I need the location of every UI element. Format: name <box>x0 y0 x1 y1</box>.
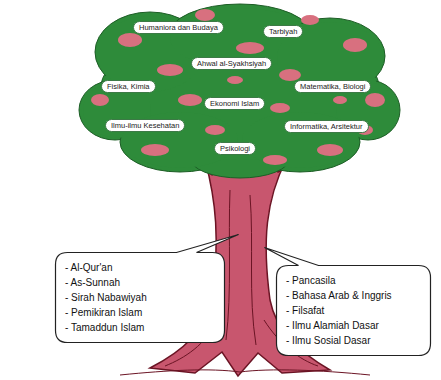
list-item: - Sirah Nabawiyah <box>65 290 215 305</box>
bubble-shape <box>56 235 239 343</box>
branch-label: Ahwal al-Syakhsiyah <box>191 57 272 70</box>
list-item: - Ilmu Alamiah Dasar <box>286 318 421 333</box>
label-text: Ahwal al-Syakhsiyah <box>197 59 266 68</box>
speech-bubble: - Pancasila- Bahasa Arab & Inggris- Fils… <box>276 265 431 356</box>
list-item: - Tamaddun Islam <box>65 320 215 335</box>
speech-bubble: - Al-Qur'an- As-Sunnah- Sirah Nabawiyah-… <box>55 252 225 343</box>
label-text: Ekonomi Islam <box>210 99 259 108</box>
branch-label: Fisika, Kimia <box>101 80 156 93</box>
branch-label: Tarbiyah <box>263 25 303 38</box>
bubble-shape <box>265 248 431 356</box>
label-text: Humaniora dan Budaya <box>139 23 218 32</box>
branch-label: Ilmu-ilmu Kesehatan <box>105 119 185 132</box>
branch-label: Matematika, Biologi <box>294 80 371 93</box>
branch-label: Psikologi <box>214 142 256 155</box>
list-item: - Pancasila <box>286 273 421 288</box>
label-text: Fisika, Kimia <box>107 82 150 91</box>
list-item: - Ilmu Sosial Dasar <box>286 333 421 348</box>
branch-label: Ekonomi Islam <box>204 97 265 110</box>
label-text: Psikologi <box>220 144 250 153</box>
list-item: - Al-Qur'an <box>65 260 215 275</box>
list-item: - As-Sunnah <box>65 275 215 290</box>
branch-label: Humaniora dan Budaya <box>133 21 224 34</box>
list-item: - Pemikiran Islam <box>65 305 215 320</box>
label-text: Matematika, Biologi <box>300 82 365 91</box>
label-text: Ilmu-ilmu Kesehatan <box>111 121 179 130</box>
label-text: Tarbiyah <box>269 27 297 36</box>
branch-label: Informatika, Arsitektur <box>284 120 369 133</box>
label-text: Informatika, Arsitektur <box>290 122 363 131</box>
list-item: - Filsafat <box>286 303 421 318</box>
list-item: - Bahasa Arab & Inggris <box>286 288 421 303</box>
